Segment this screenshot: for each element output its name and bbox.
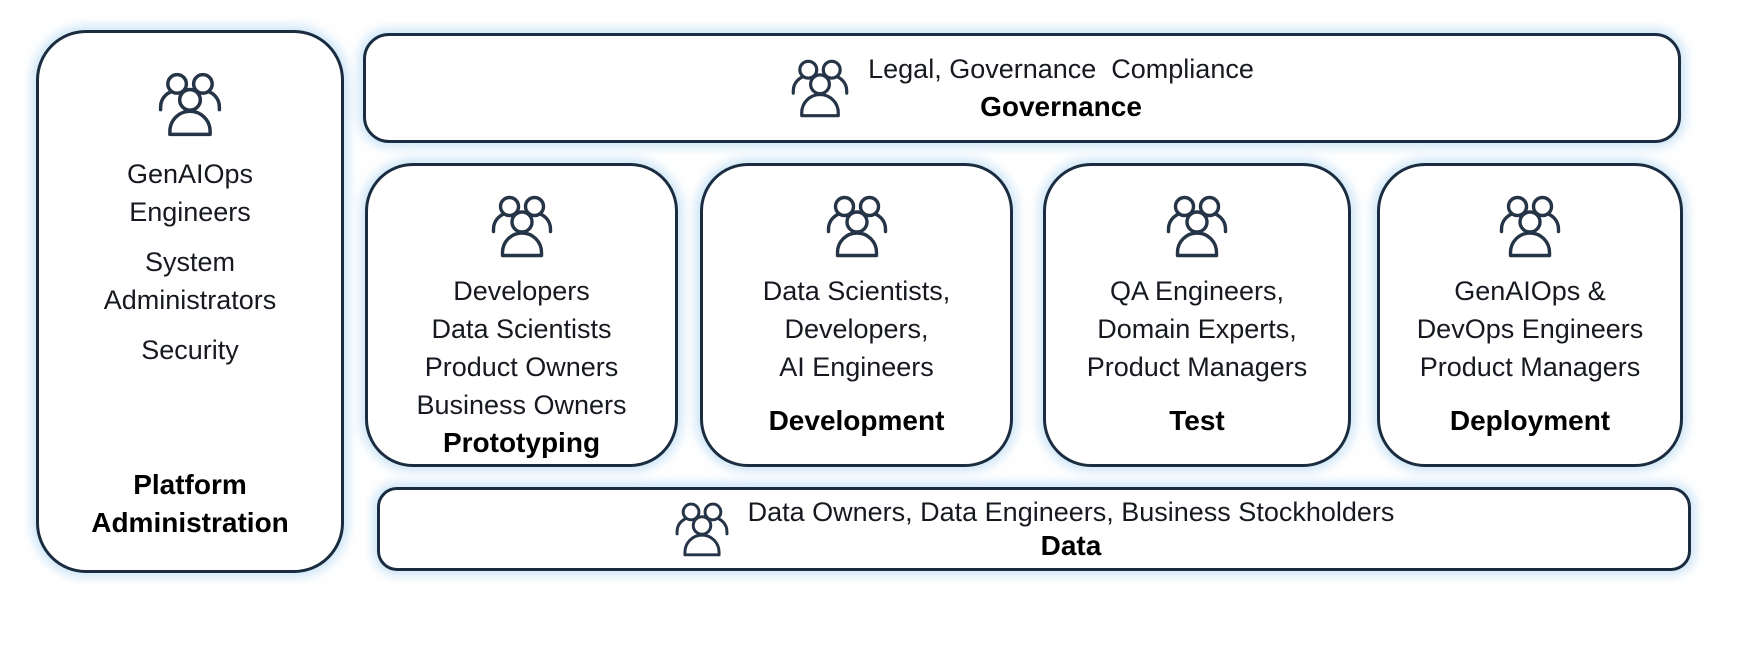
role-line: Data Scientists, [762,276,951,306]
box-title: Test [1169,405,1225,436]
role-line: System [144,247,235,277]
people-group-icon [1498,194,1562,258]
role-line: Developers, [784,314,929,344]
box-title: Data [1040,530,1102,561]
role-line: Developers [453,276,590,306]
data-text: Data Owners, Data Engineers, Business St… [748,495,1395,563]
people-group-icon [674,501,730,557]
box-title: Development [768,405,945,436]
role-line: Domain Experts, [1097,314,1297,344]
stage-box-prototyping: Developers Data Scientists Product Owner… [365,163,678,467]
governance-box: Legal, Governance Compliance Governance [363,33,1681,143]
role-line: Administrators [103,285,277,315]
role-line: Business Owners [416,390,627,420]
role-line: Engineers [129,197,251,227]
people-group-icon [157,71,223,137]
role-line: DevOps Engineers [1416,314,1644,344]
people-group-icon [790,58,850,118]
role-line: GenAIOps & [1454,276,1606,306]
role-line: Product Managers [1419,352,1641,382]
role-group: GenAIOps Engineers [127,155,253,231]
box-title: Prototyping [442,427,601,458]
data-box: Data Owners, Data Engineers, Business St… [377,487,1691,571]
role-line: Product Owners [424,352,619,382]
people-group-icon [825,194,889,258]
role-line: Data Owners, Data Engineers, Business St… [747,497,1395,527]
role-line: Legal, Governance Compliance [868,54,1254,84]
role-line: Product Managers [1086,352,1308,382]
box-title: Platform Administration [91,466,289,542]
role-line: GenAIOps [126,159,254,189]
box-title-line: Administration [91,507,289,538]
stage-box-development: Data Scientists, Developers, AI Engineer… [700,163,1013,467]
role-line: AI Engineers [779,352,934,382]
box-title-line: Platform [133,469,247,500]
platform-administration-box: GenAIOps Engineers System Administrators… [36,30,344,573]
people-group-icon [1165,194,1229,258]
role-group: System Administrators [104,243,277,319]
box-title: Governance [980,91,1142,122]
stage-box-deployment: GenAIOps & DevOps Engineers Product Mana… [1377,163,1683,467]
role-line: QA Engineers, [1109,276,1285,306]
role-line: Security [141,335,239,365]
people-group-icon [490,194,554,258]
box-title: Deployment [1449,405,1611,436]
role-line: Data Scientists [431,314,612,344]
stage-box-test: QA Engineers, Domain Experts, Product Ma… [1043,163,1351,467]
governance-text: Legal, Governance Compliance Governance [868,50,1254,126]
role-group: Security [141,331,239,369]
